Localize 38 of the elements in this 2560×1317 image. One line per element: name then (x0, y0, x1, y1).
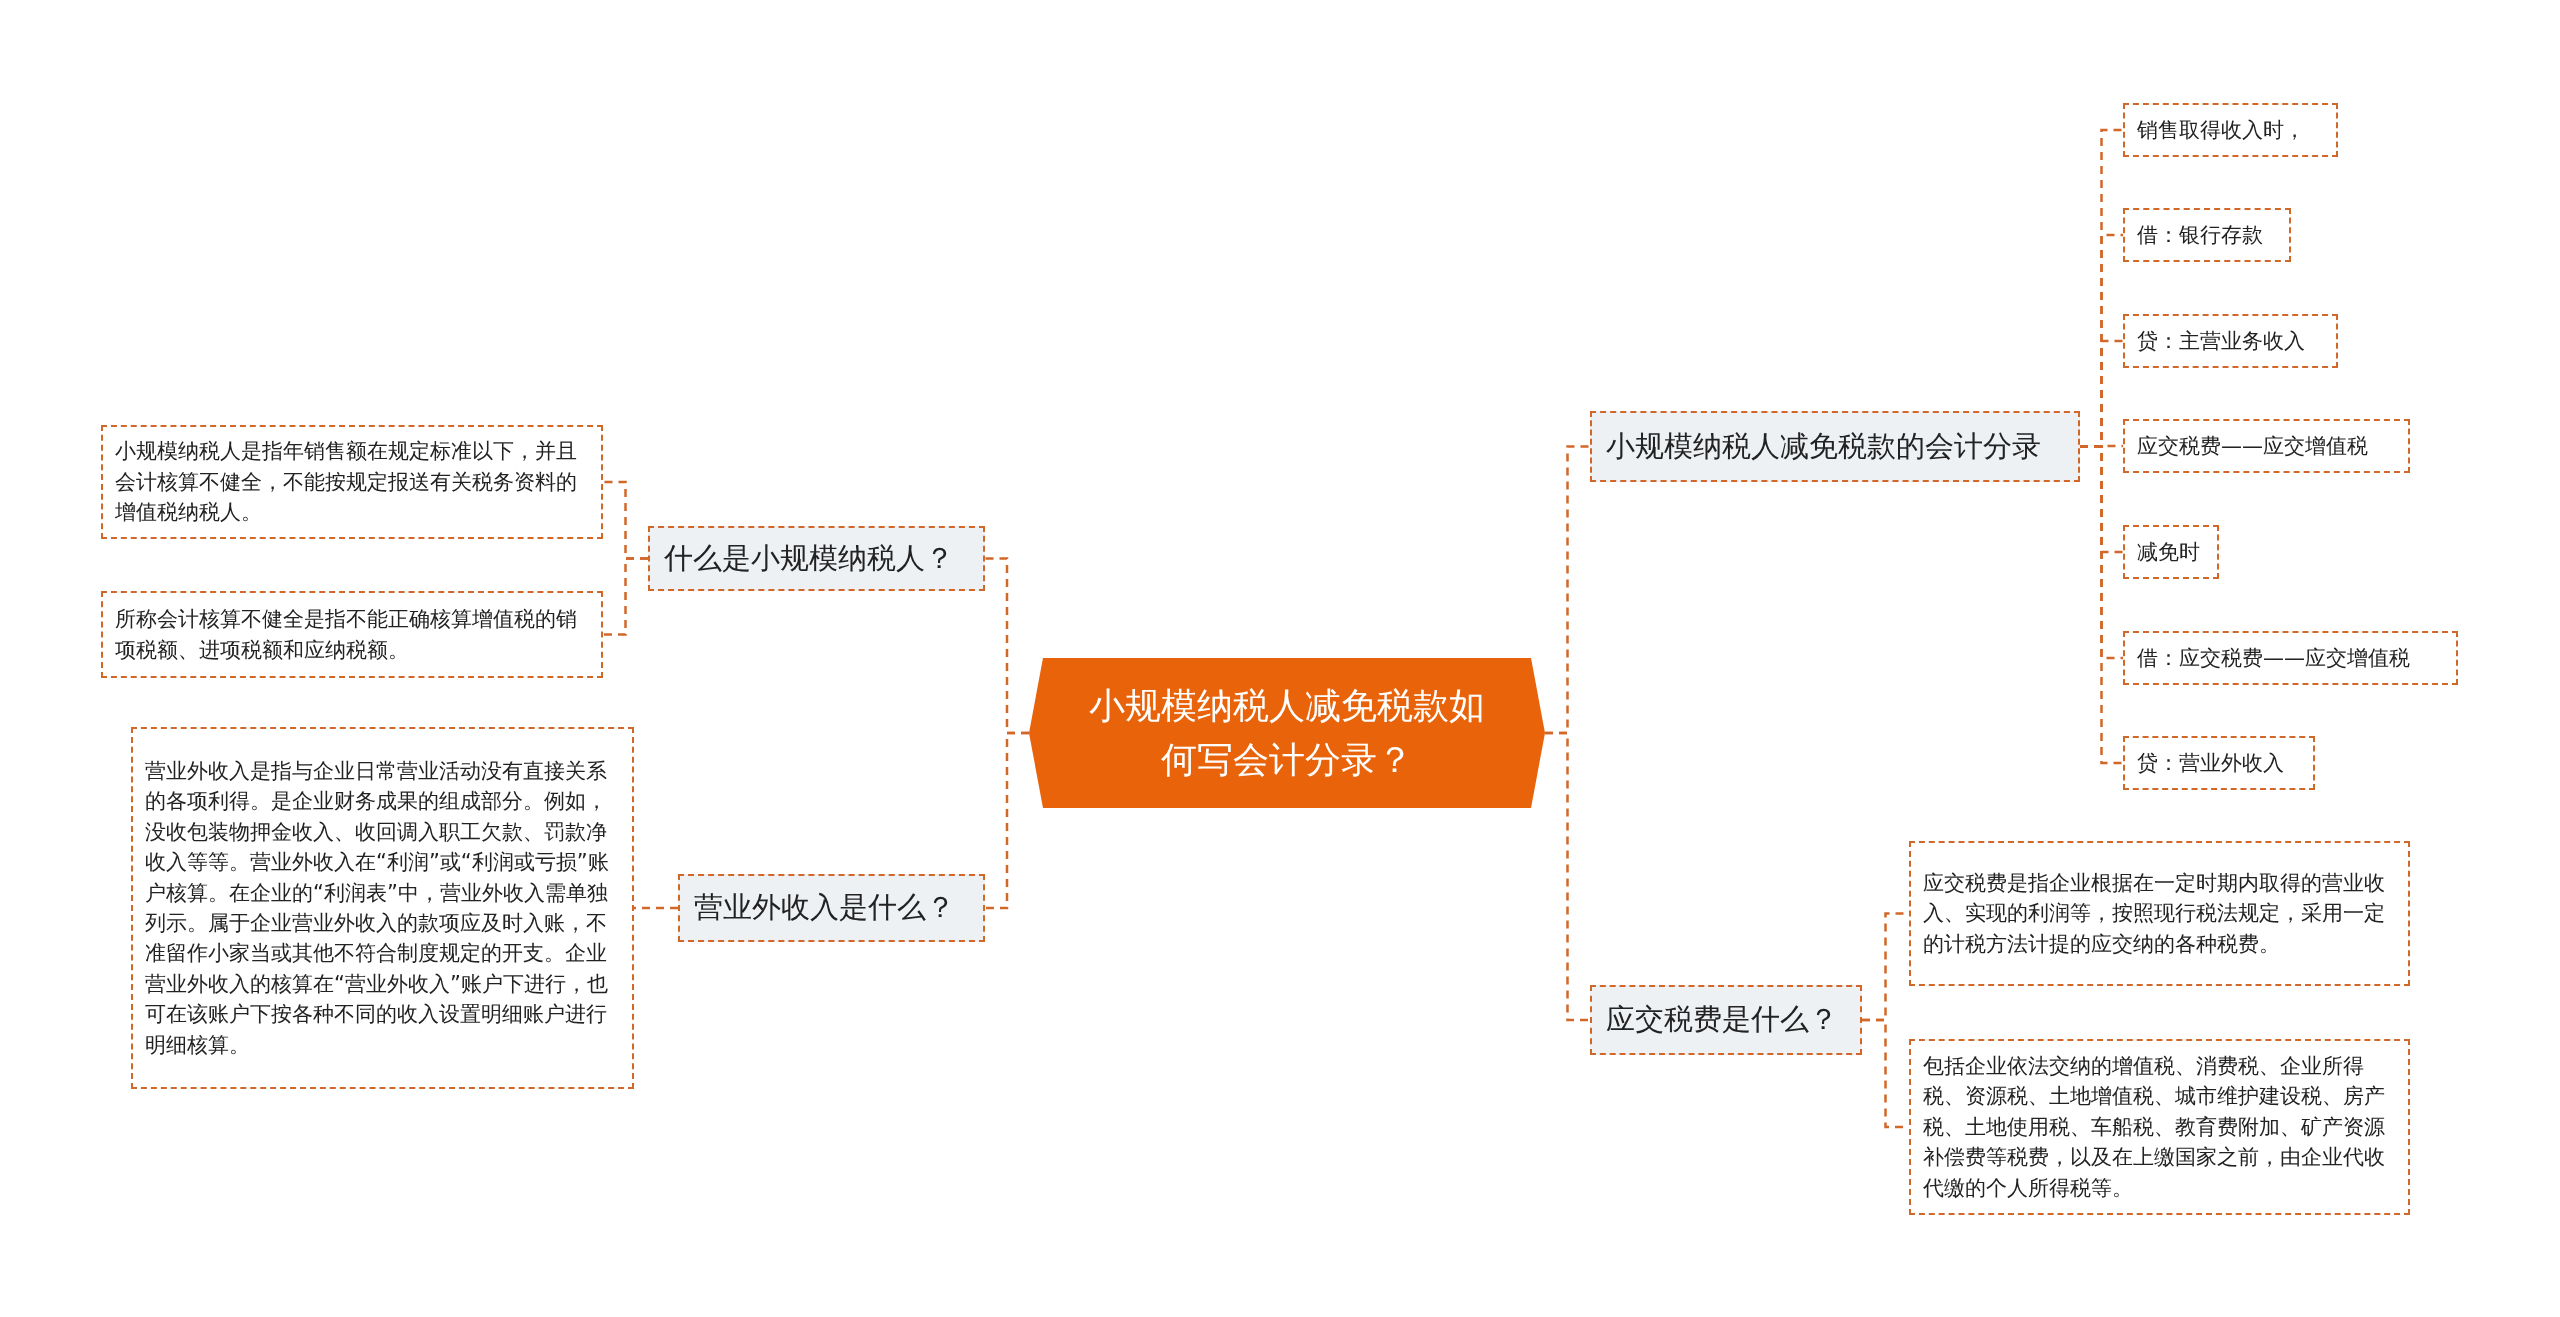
note-box (2123, 208, 2291, 262)
note-box (101, 591, 603, 678)
node-text: 包括企业依法交纳的增值税、消费税、企业所得税、资源税、土地增值税、城市维护建设税、房产税、土地使用税、车船税、教育费附加、矿产资源补偿费等税费，以及在上缴国家之前，由企业代收代缴的个人所得税等。 (1923, 1052, 2386, 1202)
node-text: 贷：主营业务收入 (2137, 327, 2305, 355)
note-box (2123, 419, 2410, 473)
note-box (2123, 103, 2338, 157)
node-text: 贷：营业外收入 (2137, 749, 2284, 777)
topic-box (1590, 985, 1862, 1055)
node-text: 销售取得收入时， (2137, 116, 2305, 144)
connector-line (634, 906, 678, 910)
connector-line (2080, 445, 2123, 765)
topic-box (1590, 411, 2080, 482)
node-text: 小规模纳税人是指年销售额在规定标准以下，并且会计核算不健全，不能按规定报送有关税务资料的增值税纳税人。 (115, 438, 578, 527)
connector-line (1545, 731, 1590, 1022)
note-box (1909, 841, 2410, 986)
note-box (131, 727, 634, 1089)
node-text: 应交税费是指企业根据在一定时期内取得的营业收入、实现的利润等，按照现行税法规定，采用一定的计税方法计提的应交纳的各种税费。 (1923, 869, 2386, 958)
node-text: 应交税费——应交增值税 (2137, 432, 2368, 460)
node-text: 减免时 (2137, 538, 2200, 566)
topic-box (678, 874, 985, 942)
node-text: 营业外收入是什么？ (694, 889, 955, 926)
note-box (2123, 525, 2219, 579)
node-text: 借：银行存款 (2137, 221, 2263, 249)
note-box (2123, 314, 2338, 368)
node-text: 什么是小规模纳税人？ (664, 539, 954, 577)
connector-line (603, 557, 648, 636)
node-text: 小规模纳税人减免税款的会计分录 (1606, 427, 2041, 465)
connector-line (985, 731, 1029, 910)
note-box (2123, 631, 2458, 685)
node-text: 小规模纳税人减免税款如何写会计分录？ (1089, 684, 1485, 782)
node-text: 应交税费是什么？ (1606, 1001, 1838, 1038)
node-text: 营业外收入是指与企业日常营业活动没有直接关系的各项利得。是企业财务成果的组成部分。例如，没收包装物押金收入、收回调入职工欠款、罚款净收入等等。营业外收入在“利润”或“利润或亏损”账户核算。在企业的“利润表”中，营业外收入需单独列示。属于企业营业外收入的款项应及时入账，不准留作小家当或其他不符合制度规定的开支。企业营业外收入的核算在“营业外收入”账户下进行，也可在该账户下按各种不同的收入设置明细账户进行明细核算。 (145, 757, 610, 1059)
note-box (1909, 1039, 2410, 1215)
topic-box (648, 526, 985, 591)
note-box (2123, 736, 2315, 790)
note-box (101, 425, 603, 539)
node-text: 所称会计核算不健全是指不能正确核算增值税的销项税额、进项税额和应纳税额。 (115, 606, 578, 664)
node-text: 借：应交税费——应交增值税 (2137, 644, 2410, 672)
